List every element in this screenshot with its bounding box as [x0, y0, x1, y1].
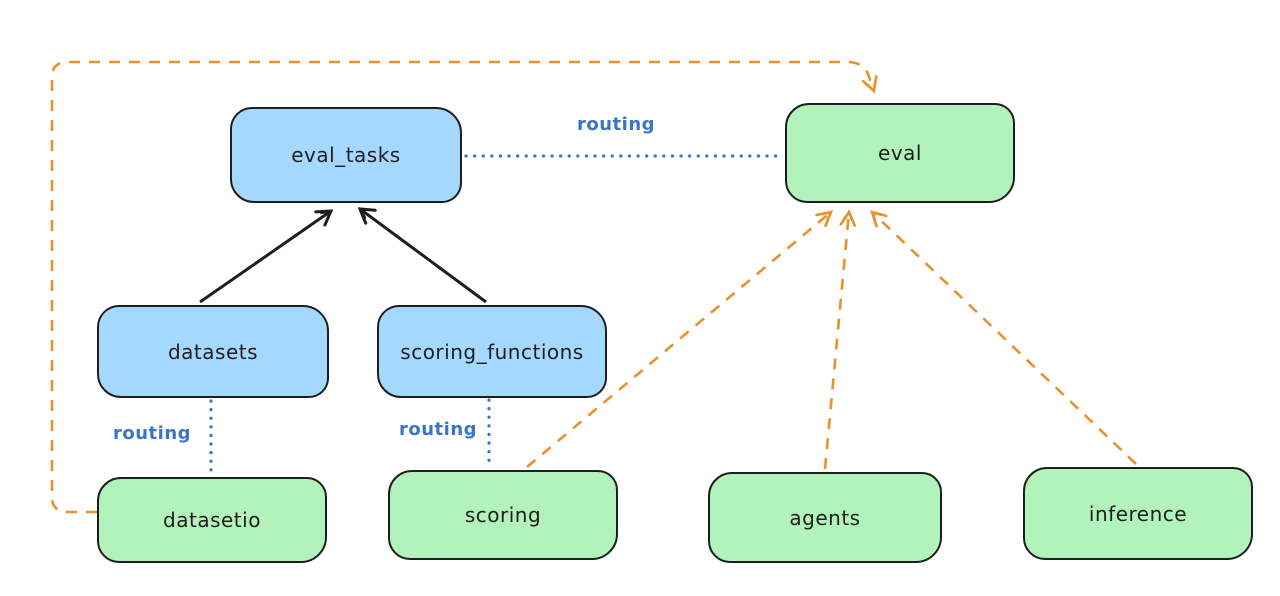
node-inference-label: inference — [1088, 501, 1188, 526]
edge-inference-to-eval — [870, 210, 1137, 465]
node-agents: agents — [708, 472, 942, 563]
node-agents-label: agents — [789, 505, 861, 530]
node-datasets: datasets — [97, 305, 329, 398]
routing-label-scoring-functions-to-scoring: routing — [398, 419, 478, 440]
node-datasetio: datasetio — [97, 477, 327, 563]
node-scoring: scoring — [388, 470, 618, 560]
node-scoring-label: scoring — [464, 503, 542, 527]
edge-datasetio-to-eval — [50, 60, 878, 514]
node-datasetio-label: datasetio — [163, 508, 261, 532]
node-eval-tasks-label: eval_tasks — [291, 143, 401, 167]
node-datasets-label: datasets — [167, 339, 259, 364]
edge-agents-to-eval — [823, 209, 857, 470]
node-eval-tasks: eval_tasks — [230, 107, 462, 203]
node-scoring-functions: scoring_functions — [377, 305, 607, 398]
edge-datasets-to-eval-tasks — [199, 209, 334, 304]
node-eval: eval — [785, 103, 1015, 203]
routing-label-datasets-to-datasetio: routing — [112, 423, 192, 444]
routing-label-eval-tasks-to-eval: routing — [576, 114, 656, 135]
edge-scoring-functions-to-eval-tasks — [357, 207, 487, 304]
node-scoring-functions-label: scoring_functions — [400, 339, 584, 364]
node-eval-label: eval — [878, 141, 922, 165]
node-inference: inference — [1023, 467, 1253, 560]
